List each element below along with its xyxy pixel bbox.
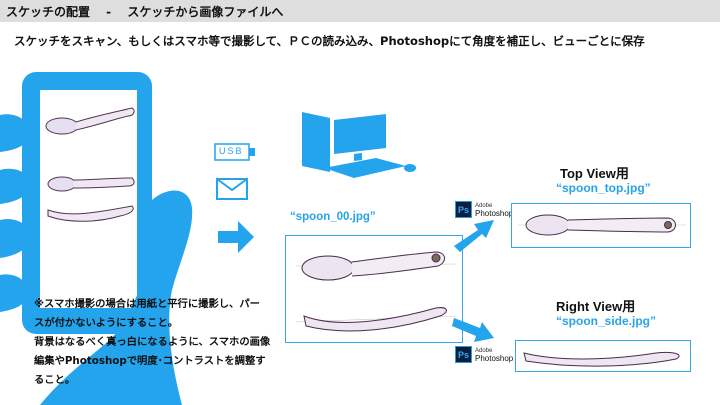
source-image-frame [285, 235, 463, 343]
arrow-right-icon [218, 221, 254, 253]
source-file-label: “spoon_00.jpg” [290, 211, 376, 223]
arrow-up-right-icon [454, 220, 494, 252]
photoshop-vendor: Adobe [475, 202, 493, 209]
page-title: スケッチの配置 - スケッチから画像ファイルへ [6, 5, 284, 19]
right-view-image-frame [515, 340, 691, 372]
photoshop-logo-top: Ps Adobe Photoshop [455, 201, 513, 218]
right-view-title: Right View用 [556, 299, 636, 314]
photoshop-ps-icon: Ps [455, 201, 472, 218]
spoon-source-sketch [295, 251, 457, 332]
photoshop-product: Photoshop [475, 208, 514, 218]
note-line: スが付かないようにすること。 [34, 317, 179, 329]
mail-envelope-icon [216, 178, 248, 200]
computer-icon [302, 112, 416, 178]
note-line: ること。 [34, 374, 76, 386]
arrow-down-right-icon [452, 318, 494, 342]
hand-phone-illustration [0, 72, 193, 405]
usb-label: USB [219, 146, 244, 156]
header-bar: スケッチの配置 - スケッチから画像ファイルへ [0, 0, 720, 22]
page-subtitle: スケッチをスキャン、もしくはスマホ等で撮影して、ＰＣの読み込み、Photosho… [14, 34, 645, 48]
photoshop-vendor: Adobe [475, 347, 493, 354]
photoshop-product: Photoshop [475, 353, 514, 363]
top-view-title: Top View用 [560, 166, 629, 181]
note-line: 背景はなるべく真っ白になるように、スマホの画像 [34, 336, 271, 348]
top-view-image-frame [511, 203, 691, 248]
photoshop-logo-side: Ps Adobe Photoshop [455, 346, 513, 363]
spoon-top-sketch [518, 214, 686, 236]
spoon-side-sketch [523, 352, 680, 367]
scan-note: ※スマホ撮影の場合は用紙と平行に撮影し、パー スが付かないようにすること。 背景… [34, 295, 271, 390]
note-line: ※スマホ撮影の場合は用紙と平行に撮影し、パー [34, 298, 260, 310]
note-line: 編集やPhotoshopで明度･コントラストを調整す [34, 355, 266, 367]
right-view-file-label: “spoon_side.jpg” [556, 314, 657, 328]
usb-stick-icon: USB [214, 142, 255, 162]
top-view-file-label: “spoon_top.jpg” [556, 181, 651, 195]
photoshop-ps-icon: Ps [455, 346, 472, 363]
